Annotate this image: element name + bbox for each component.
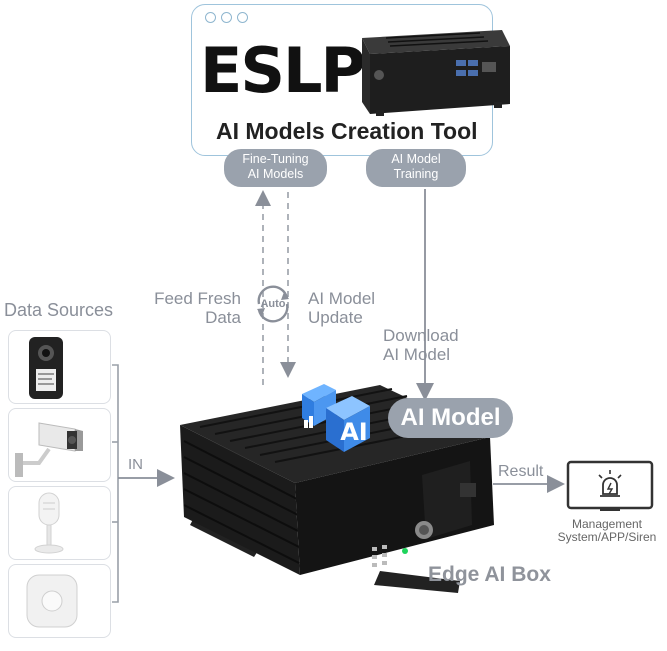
result-label: Result bbox=[498, 463, 544, 480]
feed-fresh-line1: Feed Fresh bbox=[154, 289, 241, 308]
source-card-microphone bbox=[8, 486, 111, 560]
management-line2: System/APP/Siren bbox=[557, 530, 657, 544]
model-update-line1: AI Model bbox=[308, 289, 376, 308]
cctv-camera-icon bbox=[15, 422, 83, 477]
window-dot-icon bbox=[221, 12, 232, 23]
window-dot-icon bbox=[237, 12, 248, 23]
data-sources-title: Data Sources bbox=[4, 300, 114, 320]
source-card-motion-sensor bbox=[8, 564, 111, 638]
training-line2: Training bbox=[393, 167, 439, 181]
management-label: Management System/APP/Siren bbox=[548, 518, 666, 544]
model-update-line2: Update bbox=[308, 308, 363, 327]
management-line1: Management bbox=[571, 517, 643, 531]
body-camera-icon bbox=[29, 337, 63, 399]
source-card-cctv bbox=[8, 408, 111, 482]
fine-tuning-line2: AI Models bbox=[247, 167, 304, 181]
eslp-logo: ESLP bbox=[200, 34, 366, 107]
edge-ai-box-label: Edge AI Box bbox=[428, 563, 551, 586]
download-label: Download AI Model bbox=[383, 326, 459, 364]
fine-tuning-line1: Fine-Tuning bbox=[242, 152, 309, 166]
model-update-label: AI Model Update bbox=[308, 289, 375, 327]
microphone-icon bbox=[34, 492, 64, 554]
tool-title: AI Models Creation Tool bbox=[216, 118, 478, 144]
in-label: IN bbox=[128, 456, 143, 473]
fine-tuning-pill: Fine-Tuning AI Models bbox=[224, 149, 327, 187]
ai-cube-icon: AI bbox=[302, 384, 370, 452]
motion-sensor-icon bbox=[26, 574, 78, 628]
sources-bracket bbox=[112, 364, 119, 603]
auto-label: Auto bbox=[260, 298, 285, 310]
download-line1: Download bbox=[383, 326, 459, 345]
monitor-siren-icon bbox=[566, 460, 654, 511]
feed-fresh-line2: Data bbox=[205, 308, 241, 327]
training-pill: AI Model Training bbox=[366, 149, 466, 187]
source-card-body-camera bbox=[8, 330, 111, 404]
ai-model-badge: AI Model bbox=[388, 398, 513, 438]
feed-fresh-label: Feed Fresh Data bbox=[148, 289, 241, 327]
training-line1: AI Model bbox=[391, 152, 441, 166]
auto-cycle-icon: Auto bbox=[257, 285, 289, 323]
download-line2: AI Model bbox=[383, 345, 451, 364]
window-dot-icon bbox=[205, 12, 216, 23]
server-box-icon bbox=[362, 30, 510, 116]
ai-cube-letters: AI bbox=[340, 418, 368, 446]
